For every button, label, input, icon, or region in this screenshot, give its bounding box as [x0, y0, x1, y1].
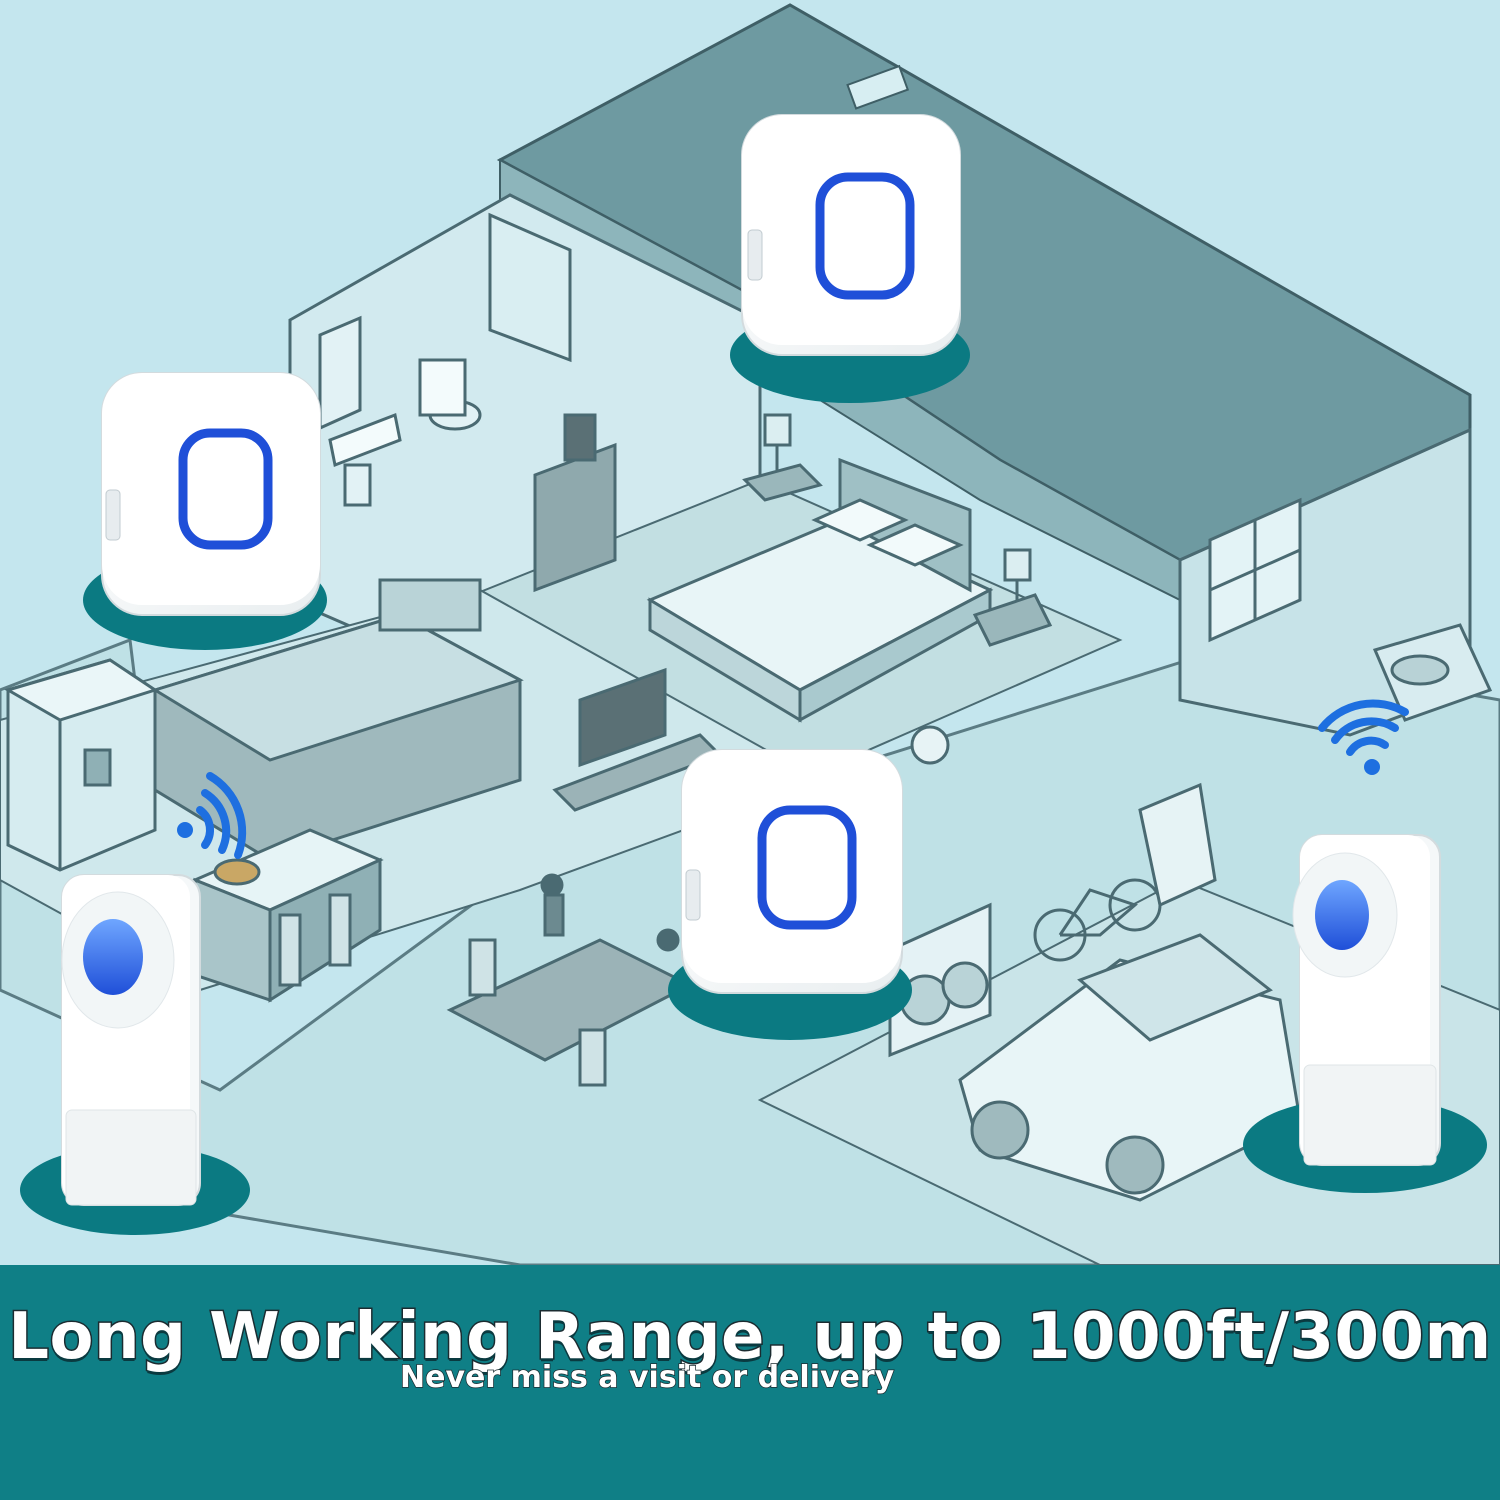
dresser: [533, 413, 617, 593]
headline-text: Long Working Range, up to 1000ft/300m: [7, 1299, 1493, 1376]
lamp-left: [742, 413, 823, 502]
robot-vacuum: [910, 725, 950, 765]
lamp-right: [972, 548, 1053, 647]
button-left: [61, 874, 201, 1206]
house-cutaway-illustration: [0, 3, 1500, 1265]
wifi-icon: [177, 772, 247, 859]
trash-bin: [1138, 782, 1217, 908]
button-right: [1292, 834, 1441, 1166]
receiver-top: [741, 114, 961, 356]
receiver-left: [101, 372, 321, 616]
side-window: [1208, 497, 1302, 643]
led-ring-icon: [178, 428, 273, 550]
washer-dryer: [888, 902, 992, 1058]
bathroom: [318, 212, 572, 507]
bell-button-icon: [83, 919, 143, 995]
bicycle: [1033, 878, 1162, 962]
dining-table: [446, 873, 694, 1087]
led-ring-icon: [815, 172, 915, 300]
air-conditioner: [1372, 623, 1493, 722]
subline-text: Never miss a visit or delivery: [399, 1359, 895, 1396]
skylight: [846, 64, 910, 110]
bell-button-icon: [1315, 880, 1369, 950]
living-tv: [552, 667, 723, 812]
fridge: [4, 658, 159, 872]
kitchen-island: [191, 828, 384, 1003]
bottom-banner: [0, 1265, 1500, 1500]
receiver-center: [681, 749, 903, 994]
led-ring-icon: [757, 805, 857, 930]
wifi-icon: [1318, 699, 1409, 775]
kitchen-counter: [151, 578, 524, 862]
